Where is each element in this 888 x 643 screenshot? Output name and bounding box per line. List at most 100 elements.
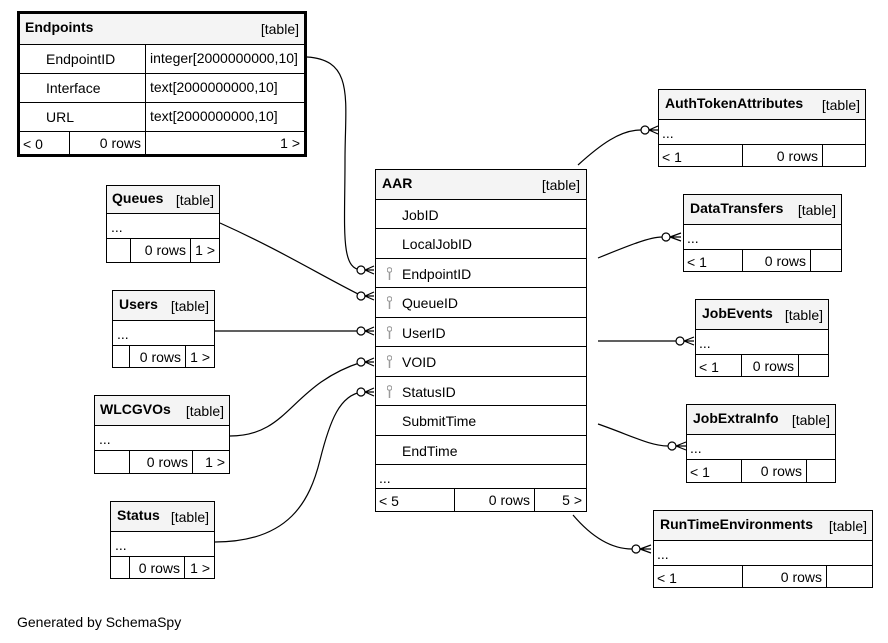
table-tag: [table]	[821, 97, 860, 113]
ellipsis: ...	[662, 125, 674, 141]
table-tag: [table]	[541, 177, 580, 193]
rel-wlcgvos-aar	[229, 361, 363, 437]
parents-count: < 1	[687, 254, 707, 270]
table-jobevents[interactable]: JobEvents [table] ... < 1 0 rows	[695, 299, 829, 377]
rows-count: 0 rows	[488, 492, 530, 508]
crowfoot-marker	[364, 387, 375, 397]
rows-cell: 0 rows	[742, 145, 822, 166]
children-cell: 1 >	[145, 132, 304, 154]
table-name: JobEvents	[702, 305, 773, 321]
children-count: 5 >	[562, 492, 582, 508]
parents-count: < 1	[657, 570, 677, 586]
column-row[interactable]: JobID	[376, 199, 586, 228]
column-row[interactable]: UserID	[376, 317, 586, 346]
table-header: RunTimeEnvironments [table]	[654, 511, 872, 540]
foreign-key-icon	[387, 355, 392, 368]
table-jobextrainfo[interactable]: JobExtraInfo [table] ... < 1 0 rows	[686, 404, 836, 483]
table-tag: [table]	[791, 412, 830, 428]
column-name: EndTime	[402, 443, 458, 459]
table-header: JobExtraInfo [table]	[687, 405, 835, 434]
crowfoot-marker	[364, 265, 375, 275]
table-footer: < 1 0 rows	[684, 249, 841, 271]
column-row[interactable]: SubmitTime	[376, 405, 586, 435]
column-row[interactable]: EndpointID	[376, 258, 586, 287]
column-row[interactable]: URL text[2000000000,10]	[20, 102, 304, 131]
ellipsis: ...	[117, 326, 129, 342]
rows-count: 0 rows	[146, 454, 188, 470]
more-columns-row: ...	[654, 540, 872, 565]
column-name: URL	[46, 109, 75, 125]
table-aar[interactable]: AAR [table] JobID LocalJobID EndpointID …	[375, 169, 587, 512]
parents-count: < 1	[690, 464, 710, 480]
rows-count: 0 rows	[760, 463, 802, 479]
foreign-key-icon	[387, 296, 392, 309]
more-columns-row: ...	[687, 434, 835, 459]
children-cell: 1 >	[184, 557, 214, 578]
table-header: WLCGVOs [table]	[95, 396, 229, 425]
rows-count: 0 rows	[139, 349, 181, 365]
children-count: 1 >	[195, 242, 215, 258]
children-cell: 1 >	[190, 239, 219, 262]
children-cell: 5 >	[534, 489, 586, 511]
optional-marker	[356, 357, 366, 367]
ellipsis: ...	[379, 470, 391, 486]
table-header: AAR [table]	[376, 170, 586, 199]
column-row[interactable]: VOID	[376, 346, 586, 376]
rows-cell: 0 rows	[454, 489, 534, 511]
table-name: Users	[119, 296, 158, 312]
table-name: AuthTokenAttributes	[665, 95, 804, 111]
rel-aar-transfers	[597, 236, 663, 259]
rows-cell: 0 rows	[129, 451, 192, 473]
table-users[interactable]: Users [table] ... 0 rows 1 >	[112, 290, 215, 368]
column-name: VOID	[402, 354, 437, 370]
ellipsis: ...	[690, 440, 702, 456]
column-name: StatusID	[402, 384, 456, 400]
column-type: text[2000000000,10]	[150, 108, 278, 124]
table-authtokenattributes[interactable]: AuthTokenAttributes [table] ... < 1 0 ro…	[658, 89, 866, 167]
table-queues[interactable]: Queues [table] ... 0 rows 1 >	[106, 185, 220, 263]
optional-marker	[356, 387, 366, 397]
table-footer: 0 rows 1 >	[111, 556, 214, 578]
crowfoot-marker	[669, 232, 682, 242]
foreign-key-icon	[387, 385, 392, 398]
column-type-cell: integer[2000000000,10]	[145, 45, 304, 73]
children-cell	[822, 145, 865, 166]
more-columns-row: ...	[696, 329, 828, 354]
column-name: LocalJobID	[402, 236, 473, 252]
column-row[interactable]: EndTime	[376, 435, 586, 464]
table-name: Status	[117, 507, 160, 523]
foreign-key-icon	[387, 267, 392, 280]
ellipsis: ...	[657, 546, 669, 562]
table-tag: [table]	[175, 192, 214, 208]
column-row[interactable]: LocalJobID	[376, 228, 586, 258]
column-name: EndpointID	[46, 51, 116, 67]
rows-cell: 0 rows	[129, 557, 184, 578]
table-runtimeenvironments[interactable]: RunTimeEnvironments [table] ... < 1 0 ro…	[653, 510, 873, 588]
column-row[interactable]: QueueID	[376, 287, 586, 317]
column-type: text[2000000000,10]	[150, 79, 278, 95]
parents-count: < 1	[662, 149, 682, 165]
rows-cell: 0 rows	[130, 239, 190, 262]
column-row[interactable]: EndpointID integer[2000000000,10]	[20, 44, 304, 73]
rows-cell: 0 rows	[69, 132, 145, 154]
table-header: Status [table]	[111, 502, 214, 531]
column-type-cell: text[2000000000,10]	[145, 74, 304, 102]
table-header: DataTransfers [table]	[684, 195, 841, 224]
column-row[interactable]: StatusID	[376, 376, 586, 405]
table-tag: [table]	[828, 518, 867, 534]
table-footer: < 5 0 rows 5 >	[376, 488, 586, 511]
table-status[interactable]: Status [table] ... 0 rows 1 >	[110, 501, 215, 579]
children-count: 1 >	[205, 454, 225, 470]
table-datatransfers[interactable]: DataTransfers [table] ... < 1 0 rows	[683, 194, 842, 272]
optional-marker	[356, 265, 366, 275]
rel-status-aar	[214, 391, 363, 543]
crowfoot-marker	[639, 544, 652, 554]
table-endpoints[interactable]: Endpoints [table] EndpointID integer[200…	[17, 11, 307, 157]
more-columns-row: ...	[376, 464, 586, 488]
rows-cell: 0 rows	[741, 355, 798, 376]
table-wlcgvos[interactable]: WLCGVOs [table] ... 0 rows 1 >	[94, 395, 230, 474]
optional-marker	[356, 291, 366, 301]
column-row[interactable]: Interface text[2000000000,10]	[20, 73, 304, 102]
table-header: Endpoints [table]	[20, 14, 304, 44]
ellipsis: ...	[115, 537, 127, 553]
